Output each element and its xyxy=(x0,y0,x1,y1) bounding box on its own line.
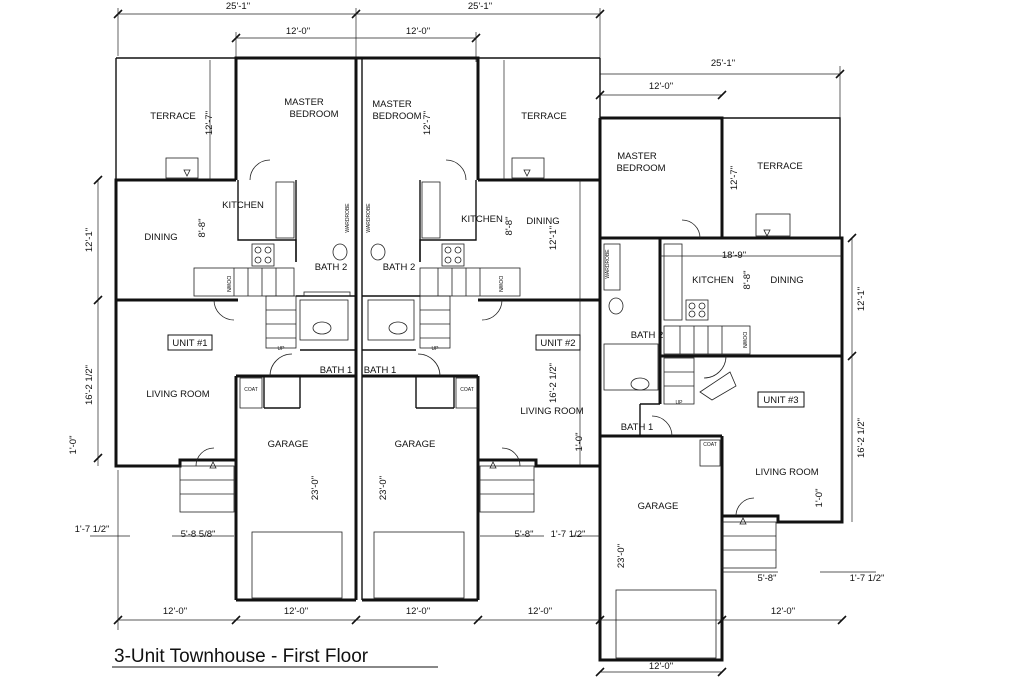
room-bath2-unit1: BATH 2 xyxy=(315,262,348,273)
room-living-unit1: LIVING ROOM xyxy=(146,389,209,400)
room-master-unit2-l2: BEDROOM xyxy=(372,111,421,122)
room-terrace-unit2: TERRACE xyxy=(521,111,566,122)
dim-offset-unit3: 1'-7 1/2" xyxy=(850,573,885,584)
room-bath2-unit2: BATH 2 xyxy=(383,262,416,273)
dim-offset-unit2: 1'-7 1/2" xyxy=(551,529,586,540)
dim-stoop-unit2: 5'-8" xyxy=(515,529,534,540)
dim-overall-unit2: 25'-1" xyxy=(468,1,492,12)
dim-master-width-unit1: 12'-0" xyxy=(286,26,310,37)
dim-terrace-depth-unit1: 12'-7" xyxy=(204,111,215,135)
stair-down-unit2: DOWN xyxy=(497,276,503,292)
dim-bottom-unit3-garage: 12'-0" xyxy=(649,661,673,672)
dim-bay-unit2: 1'-0" xyxy=(574,433,585,452)
dim-kitchen-depth-unit3: 8'-8" xyxy=(742,271,753,290)
dim-terrace-depth-unit2: 12'-7" xyxy=(422,111,433,135)
dim-stoop-unit1: 5'-8 5/8" xyxy=(181,529,216,540)
room-master-unit3-l1: MASTER xyxy=(617,151,657,162)
dim-stoop-unit3: 5'-8" xyxy=(758,573,777,584)
unit2-label-box xyxy=(535,334,581,351)
wardrobe-unit3: WARDROBE xyxy=(605,249,611,279)
room-kitchen-unit1: KITCHEN xyxy=(222,200,264,211)
dim-terrace-depth-unit3: 12'-7" xyxy=(729,166,740,190)
top-dimension-lines xyxy=(113,8,845,118)
dim-living-depth-unit1: 16'-2 1/2" xyxy=(84,365,95,405)
room-living-unit3: LIVING ROOM xyxy=(755,467,818,478)
unit1-label: UNIT #1 xyxy=(172,338,207,349)
room-bath2-unit3: BATH 2 xyxy=(631,330,664,341)
stair-up-unit2: UP xyxy=(432,346,440,352)
side-dimension-lines xyxy=(90,60,876,677)
drawing-title: 3-Unit Townhouse - First Floor xyxy=(114,646,369,667)
unit3-label-box xyxy=(757,391,805,408)
dim-living-depth-unit2: 16'-2 1/2" xyxy=(548,363,559,403)
dim-bottom-unit2-garage: 12'-0" xyxy=(406,606,430,617)
wardrobe-unit2: WARDROBE xyxy=(366,203,372,233)
dim-garage-depth-unit2: 23'-0" xyxy=(378,476,389,500)
dim-bottom-unit1-garage: 12'-0" xyxy=(284,606,308,617)
coat-closet-unit2: COAT xyxy=(460,387,474,393)
dim-dining-depth-unit1: 12'-1" xyxy=(84,228,95,252)
wardrobe-unit1: WARDROBE xyxy=(345,203,351,233)
coat-closet-unit1: COAT xyxy=(244,387,258,393)
stair-up-unit3: UP xyxy=(676,400,684,406)
room-master-unit1-l2: BEDROOM xyxy=(289,109,338,120)
stair-up-unit1: UP xyxy=(278,346,286,352)
room-terrace-unit1: TERRACE xyxy=(150,111,195,122)
room-master-unit3-l2: BEDROOM xyxy=(616,163,665,174)
room-dining-unit2: DINING xyxy=(526,216,559,227)
room-dining-unit1: DINING xyxy=(144,232,177,243)
dim-garage-depth-unit3: 23'-0" xyxy=(616,544,627,568)
dim-master-width-unit3: 12'-0" xyxy=(649,81,673,92)
unit3-label: UNIT #3 xyxy=(763,395,798,406)
dim-bay-unit1: 1'-0" xyxy=(68,436,79,455)
dim-bottom-unit1-left: 12'-0" xyxy=(163,606,187,617)
room-garage-unit2: GARAGE xyxy=(395,439,436,450)
unit1-label-box xyxy=(167,334,213,351)
room-terrace-unit3: TERRACE xyxy=(757,161,802,172)
room-dining-unit3: DINING xyxy=(770,275,803,286)
dim-kitchen-depth-unit1: 8'-8" xyxy=(197,219,208,238)
room-garage-unit3: GARAGE xyxy=(638,501,679,512)
room-master-unit2-l1: MASTER xyxy=(372,99,412,110)
room-kitchen-unit3: KITCHEN xyxy=(692,275,734,286)
room-living-unit2: LIVING ROOM xyxy=(520,406,583,417)
dim-bottom-unit3-right: 12'-0" xyxy=(771,606,795,617)
dim-master-width-unit2: 12'-0" xyxy=(406,26,430,37)
dim-dining-depth-unit3: 12'-1" xyxy=(856,287,867,311)
unit3-walls xyxy=(598,116,844,662)
dim-offset-unit1: 1'-7 1/2" xyxy=(75,524,110,535)
dim-dining-depth-unit2: 12'-1" xyxy=(548,226,559,250)
room-garage-unit1: GARAGE xyxy=(268,439,309,450)
dim-overall-unit1: 25'-1" xyxy=(226,1,250,12)
room-bath1-unit1: BATH 1 xyxy=(320,365,353,376)
coat-closet-unit3: COAT xyxy=(703,442,717,448)
unit2-label: UNIT #2 xyxy=(540,338,575,349)
room-kitchen-unit2: KITCHEN xyxy=(461,214,503,225)
dim-bottom-unit2-right: 12'-0" xyxy=(528,606,552,617)
dim-kitchen-depth-unit2: 8'-8" xyxy=(504,217,515,236)
stair-down-unit1: DOWN xyxy=(225,276,231,292)
room-bath1-unit3: BATH 1 xyxy=(621,422,654,433)
dim-kitchen-dining-width-unit3: 18'-9" xyxy=(722,250,746,261)
dim-bay-unit3: 1'-0" xyxy=(814,489,825,508)
room-master-unit1-l1: MASTER xyxy=(284,97,324,108)
stair-down-unit3: DOWN xyxy=(741,332,747,348)
room-bath1-unit2: BATH 1 xyxy=(364,365,397,376)
dim-garage-depth-unit1: 23'-0" xyxy=(310,476,321,500)
dim-living-depth-unit3: 16'-2 1/2" xyxy=(856,418,867,458)
unit-walls xyxy=(114,56,602,602)
dim-overall-unit3: 25'-1" xyxy=(711,58,735,69)
